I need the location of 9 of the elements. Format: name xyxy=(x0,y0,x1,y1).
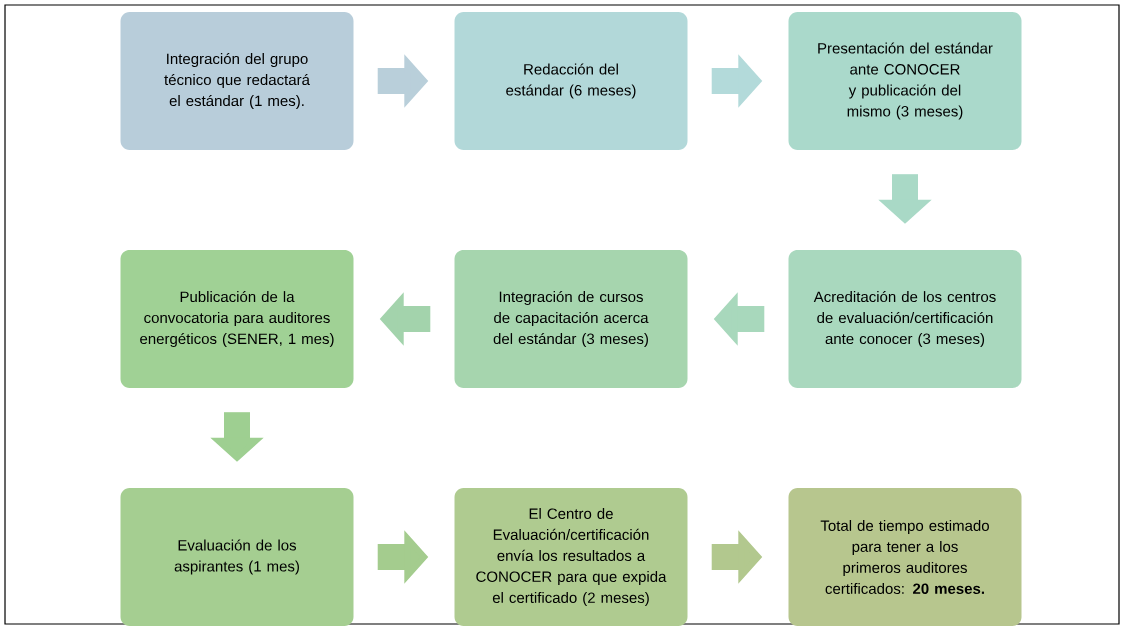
process-box: El Centro de Evaluación/certificación envía los resultados a CONOCER para que expida el certificado (2 meses) xyxy=(454,488,688,626)
process-box: Presentación del estándar ante CONOCER y publicación del mismo (3 meses) xyxy=(788,12,1022,150)
process-box: Acreditación de los centros de evaluación/certificación ante conocer (3 meses) xyxy=(788,250,1022,388)
process-box: Redacción del estándar (6 meses) xyxy=(454,12,688,150)
process-box: Evaluación de los aspirantes (1 mes) xyxy=(120,488,354,626)
process-box: Integración del grupo técnico que redactará el estándar (1 mes). xyxy=(120,12,354,150)
process-box: Publicación de la convocatoria para auditores energéticos (SENER, 1 mes) xyxy=(120,250,354,388)
process-box: Total de tiempo estimado para tener a los primeros auditores certificados: 20 meses. xyxy=(788,488,1022,626)
process-box: Integración de cursos de capacitación acerca del estándar (3 meses) xyxy=(454,250,688,388)
